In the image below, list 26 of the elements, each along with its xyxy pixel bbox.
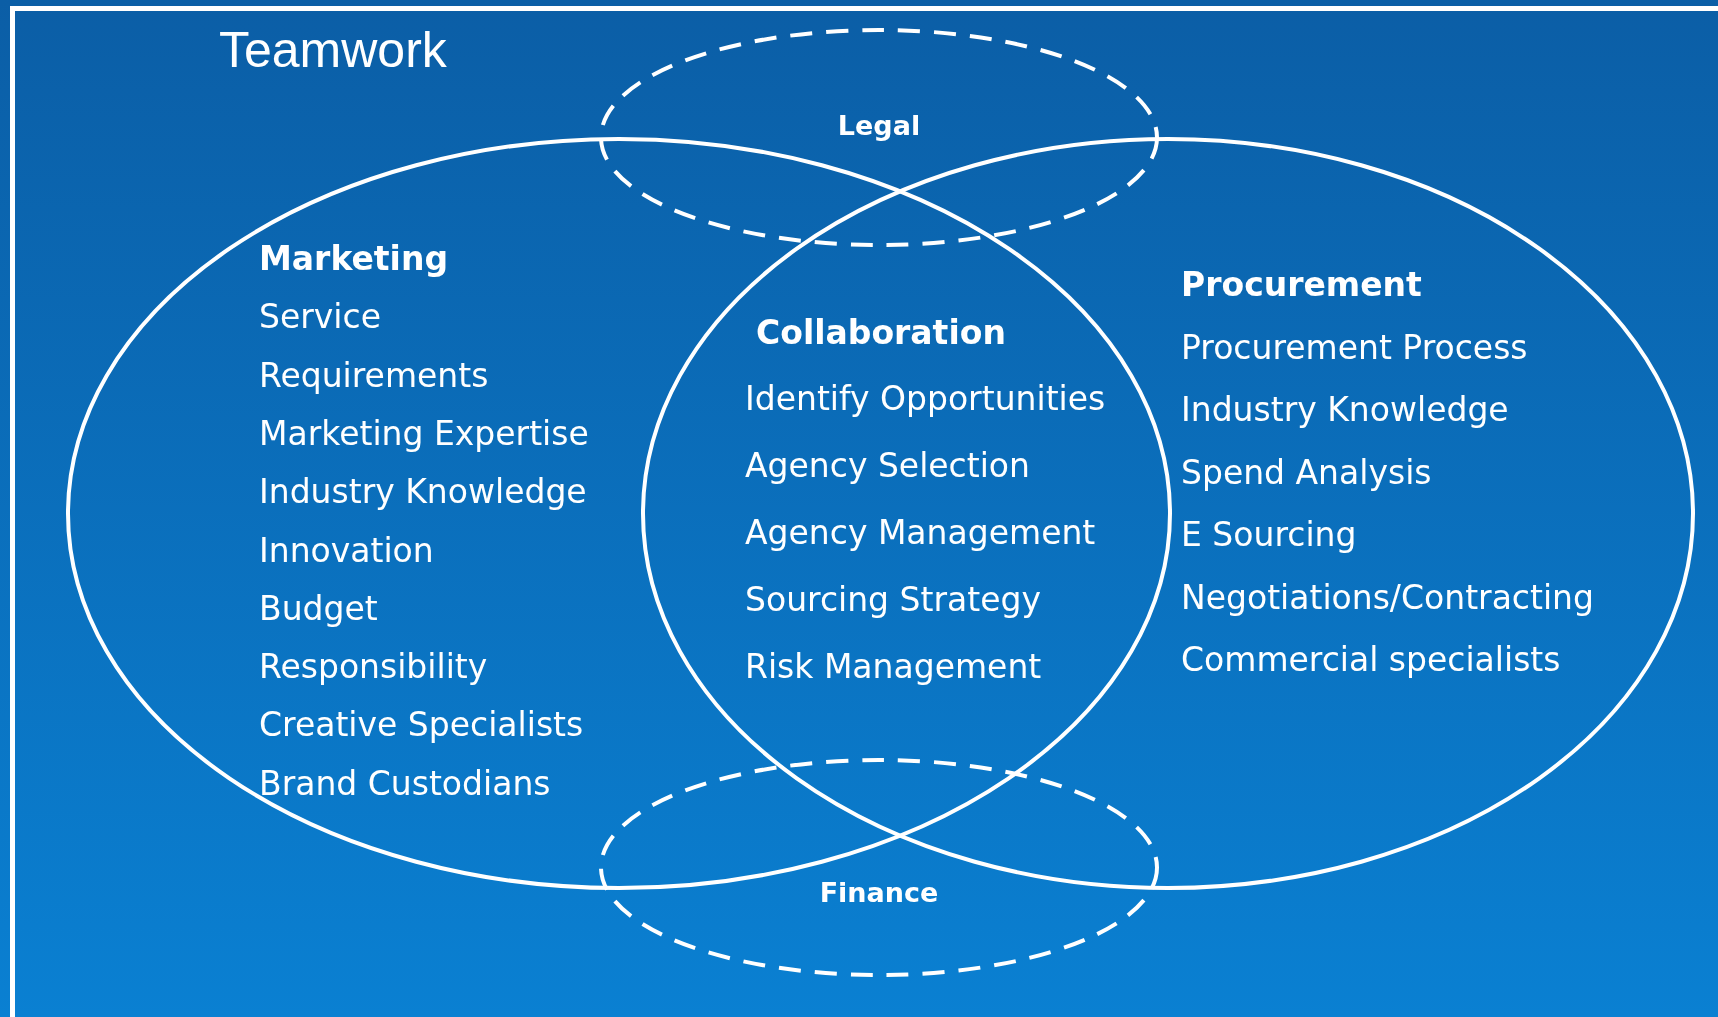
list-item: Budget	[259, 589, 378, 628]
group-heading: Procurement	[1181, 266, 1422, 304]
list-item: Industry Knowledge	[259, 473, 587, 512]
group-heading: Legal	[836, 109, 922, 143]
list-item: Creative Specialists	[259, 706, 584, 745]
list-item: Service	[259, 298, 381, 337]
list-item: Procurement Process	[1181, 328, 1528, 367]
list-item: Industry Knowledge	[1181, 391, 1509, 429]
list-item: Spend Analysis	[1181, 453, 1432, 492]
list-item: Brand Custodians	[259, 764, 551, 803]
group-heading: Finance	[818, 876, 940, 910]
group-heading: Collaboration	[756, 314, 1006, 352]
list-item: Sourcing Strategy	[745, 581, 1041, 619]
list-item: Responsibility	[259, 648, 488, 687]
list-item: Requirements	[259, 356, 489, 395]
list-item: Negotiations/Contracting	[1181, 578, 1594, 617]
list-item: Agency Management	[745, 514, 1096, 552]
diagram-title: Teamwork	[219, 22, 447, 78]
group-heading: Marketing	[259, 240, 449, 278]
list-item: Agency Selection	[745, 447, 1030, 485]
list-item: Innovation	[259, 531, 434, 570]
list-item: Marketing Expertise	[259, 414, 589, 453]
list-item: Risk Management	[745, 648, 1042, 686]
list-item: Commercial specialists	[1181, 641, 1561, 679]
list-item: Identify Opportunities	[745, 380, 1106, 418]
list-item: E Sourcing	[1181, 516, 1357, 554]
